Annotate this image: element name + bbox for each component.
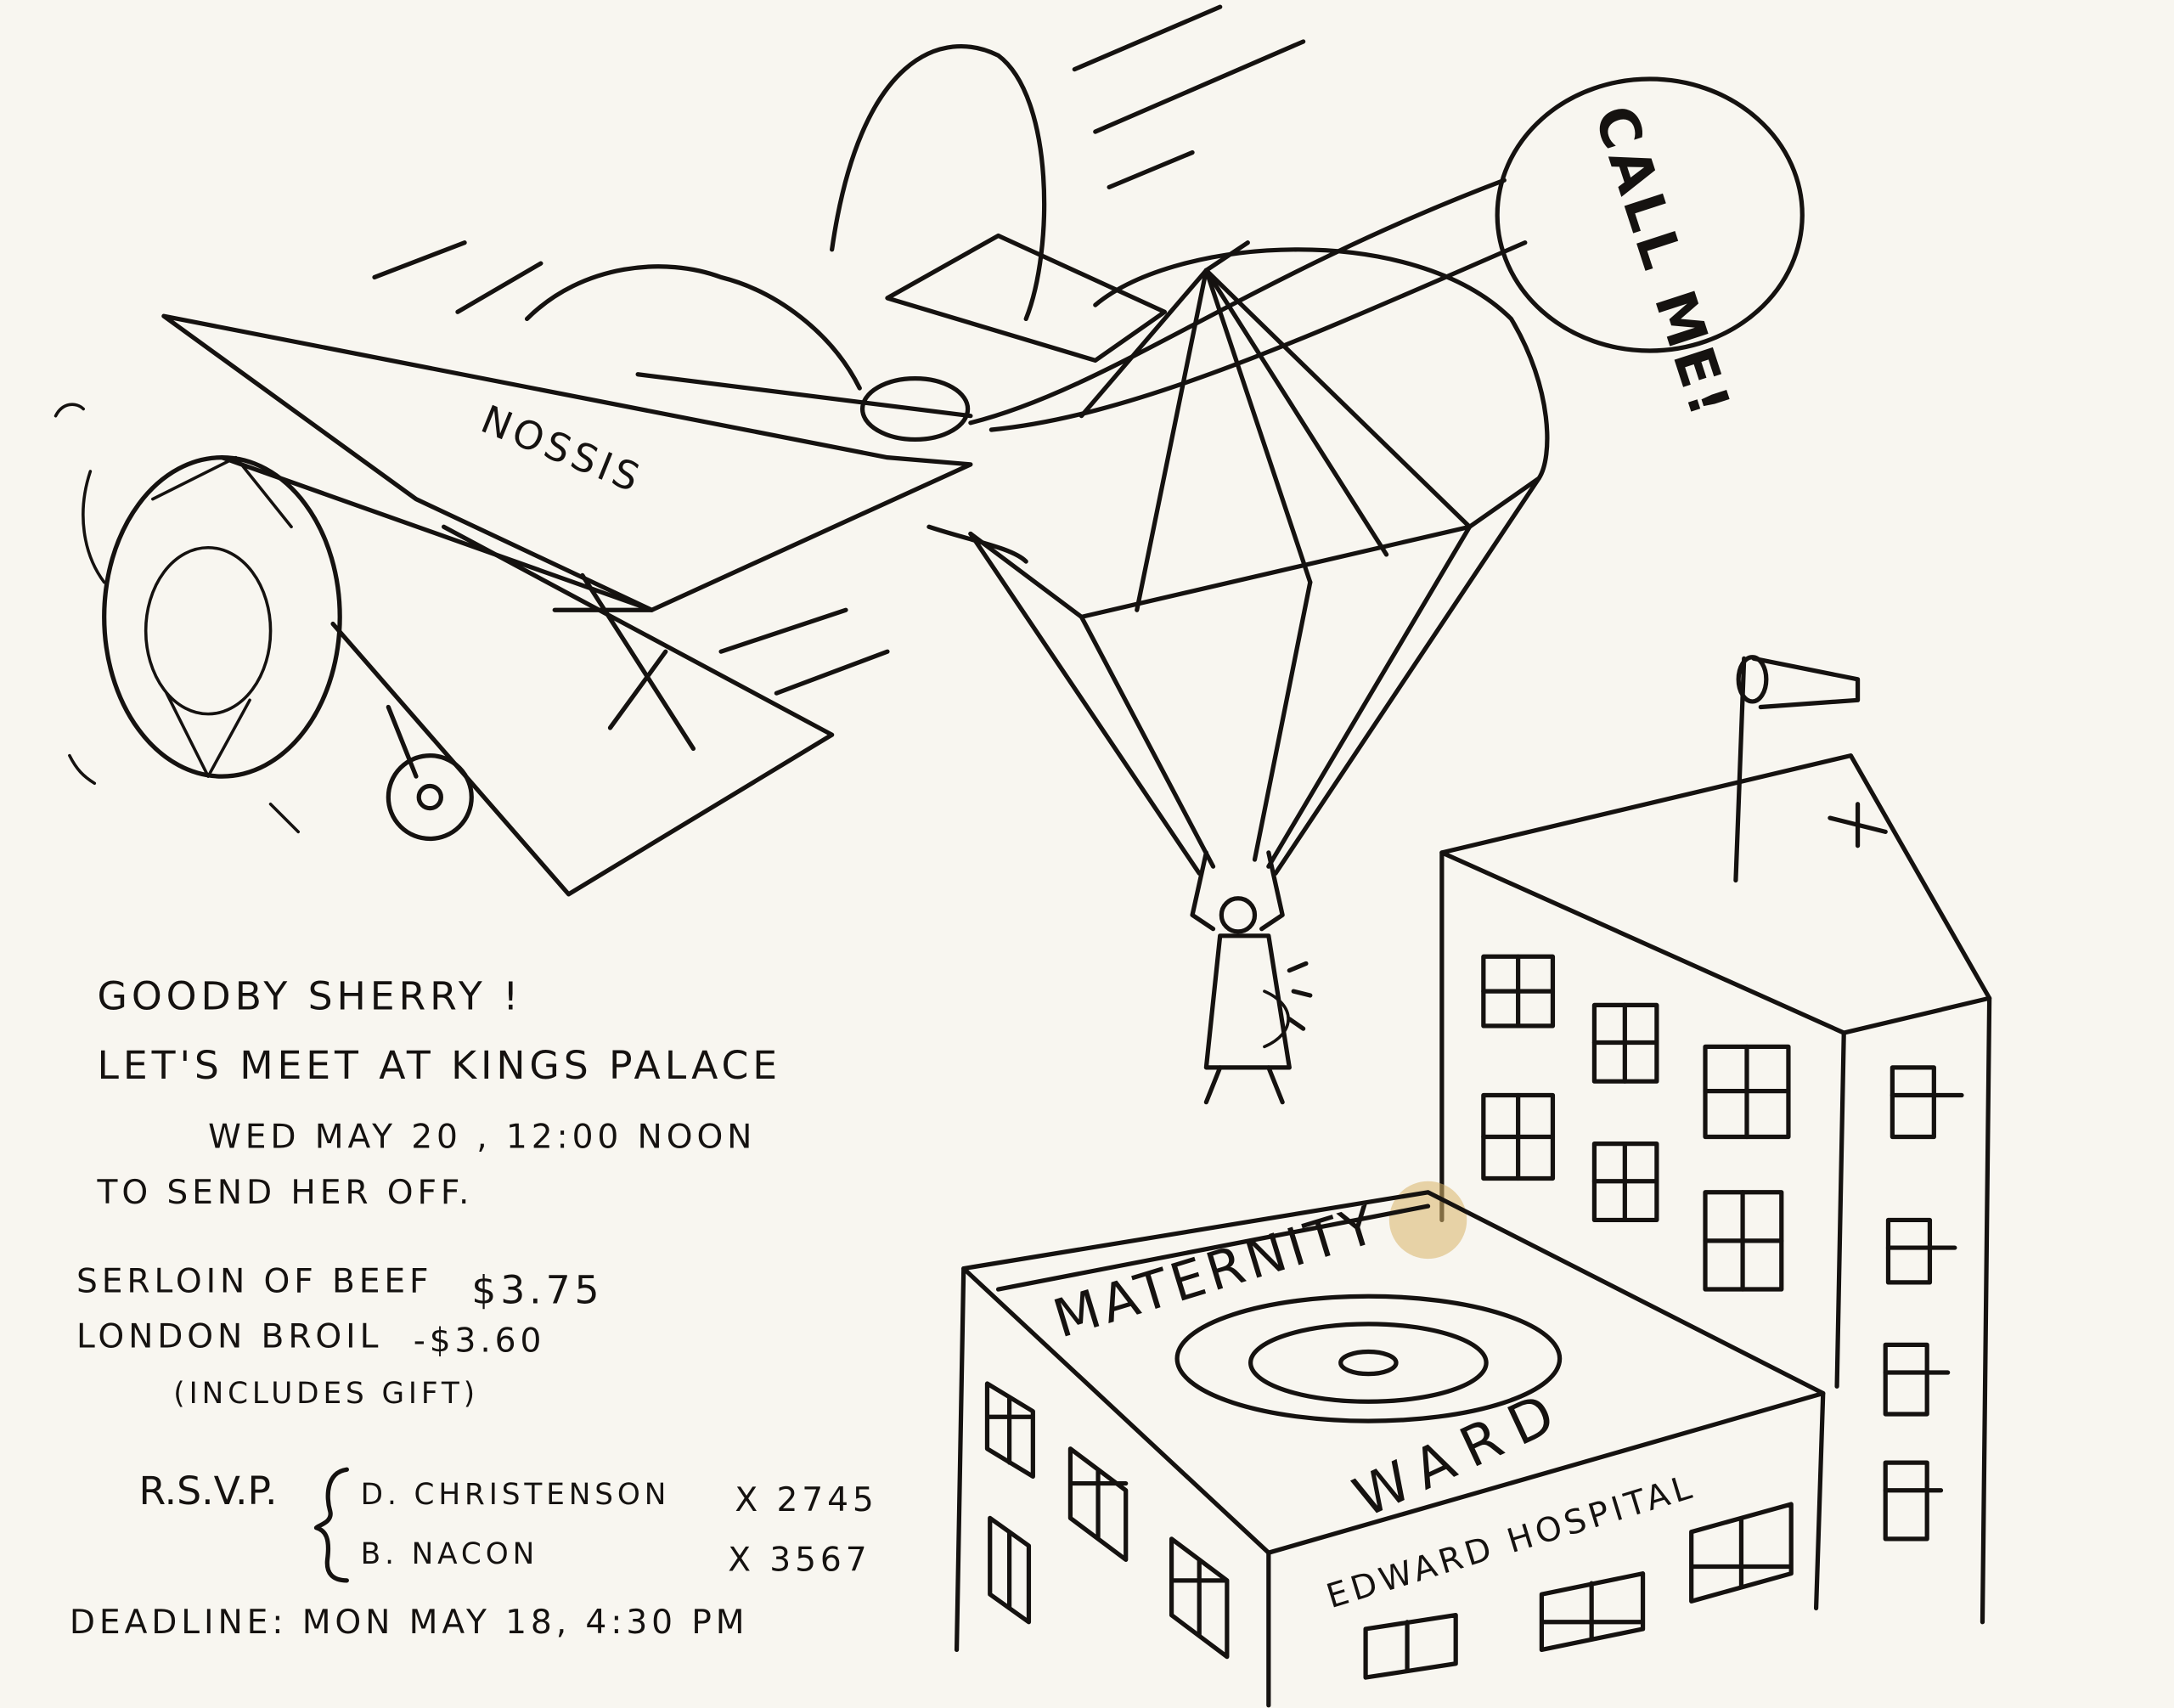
rsvp-name-2: B. NACON bbox=[361, 1537, 538, 1571]
airplane bbox=[161, 44, 1168, 897]
tall-building bbox=[1439, 655, 1992, 1625]
rsvp-ext-2: X 3567 bbox=[728, 1541, 870, 1579]
speech-bubble-text: CALL ME! bbox=[1581, 98, 1743, 427]
menu-item-1: SERLOIN OF BEEF bbox=[76, 1262, 432, 1300]
menu-price-2: -$3.60 bbox=[414, 1322, 546, 1360]
meeting-place: LET'S MEET AT KINGS PALACE bbox=[98, 1043, 782, 1088]
plane-label: NOSSIS bbox=[475, 397, 649, 502]
menu-price-1: $3.75 bbox=[471, 1267, 603, 1312]
pregnant-woman-figure bbox=[1190, 850, 1313, 1105]
rsvp-brace bbox=[313, 1467, 349, 1583]
menu-note: (INCLUDES GIFT) bbox=[173, 1377, 479, 1411]
rsvp-name-1: D. CHRISTENSON bbox=[361, 1478, 671, 1512]
speed-lines bbox=[372, 4, 1306, 696]
propeller-engine bbox=[54, 403, 342, 834]
menu-item-2: LONDON BROIL bbox=[76, 1318, 382, 1356]
headline: GOODBY SHERRY ! bbox=[98, 973, 523, 1018]
rsvp-ext-1: X 2745 bbox=[735, 1481, 877, 1519]
send-off-line: TO SEND HER OFF. bbox=[97, 1174, 474, 1212]
invitation-text: GOODBY SHERRY ! LET'S MEET AT KINGS PALA… bbox=[70, 973, 877, 1642]
rsvp-label: R.S.V.P. bbox=[139, 1468, 278, 1514]
maternity-ward-building bbox=[954, 1190, 1826, 1708]
rsvp-deadline: DEADLINE: MON MAY 18, 4:30 PM bbox=[70, 1604, 749, 1642]
meeting-date-time: WED MAY 20 , 12:00 NOON bbox=[208, 1119, 756, 1157]
parachute bbox=[968, 240, 1550, 876]
